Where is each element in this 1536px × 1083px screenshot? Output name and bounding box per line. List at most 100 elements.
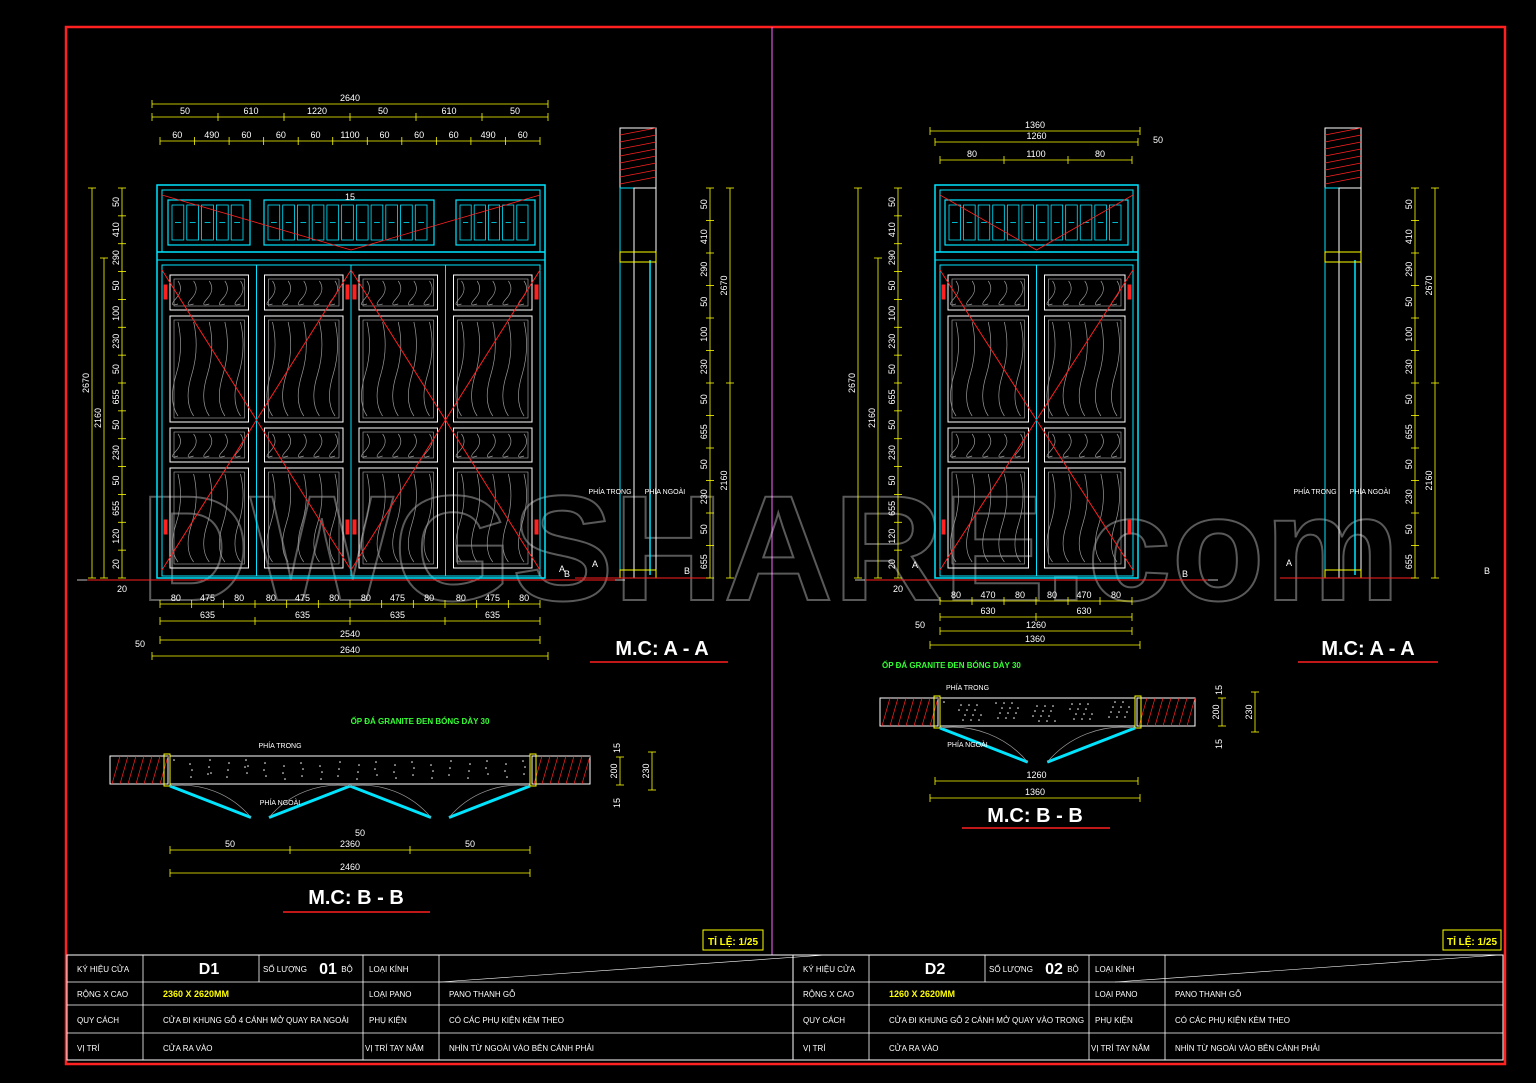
dim-text: 80 — [951, 590, 961, 600]
fretwork-cell — [963, 204, 976, 241]
granite-dot — [487, 773, 489, 775]
fretwork-cell — [1021, 204, 1034, 241]
granite-dot — [208, 766, 210, 768]
wood-grain — [408, 433, 417, 458]
granite-dot — [943, 701, 945, 703]
wood-grain — [392, 280, 402, 306]
watermark-text: DWGSHARE.com — [140, 464, 1400, 632]
swing-arc — [939, 726, 1029, 763]
scale-text: TỈ LỆ: 1/25 — [1447, 935, 1497, 948]
granite-dot — [1124, 716, 1126, 718]
swing-marker — [444, 269, 541, 571]
dim-text: 80 — [234, 593, 244, 603]
wood-grain — [203, 280, 213, 306]
granite-dot — [958, 709, 960, 711]
dim-text: 230 — [1244, 704, 1254, 719]
wood-grain — [219, 280, 228, 306]
granite-dot — [320, 778, 322, 780]
dim-text: 50 — [510, 106, 520, 116]
wood-grain — [1062, 321, 1072, 417]
panel-value: PANO THANH GỖ — [1175, 990, 1241, 999]
dim-text: 80 — [266, 593, 276, 603]
wood-grain — [187, 473, 197, 563]
fretwork-cell — [1094, 204, 1107, 241]
granite-dot — [972, 714, 974, 716]
granite-dot — [357, 771, 359, 773]
wood-grain — [998, 433, 1008, 458]
dim-text: 2160 — [867, 408, 877, 428]
wood-grain — [455, 433, 465, 458]
wood-grain — [297, 280, 307, 306]
granite-dot — [284, 778, 286, 780]
granite-dot — [962, 719, 964, 721]
wood-grain — [313, 321, 323, 417]
wood-grain — [313, 433, 323, 458]
wood-grain — [1046, 473, 1056, 563]
glass-label: LOẠI KÍNH — [1095, 965, 1135, 974]
wood-grain — [219, 321, 228, 417]
granite-dot — [1126, 711, 1128, 713]
fretwork-cell — [267, 204, 281, 241]
hatch — [1178, 697, 1188, 727]
handle-label: VỊ TRÍ TAY NẮM — [1091, 1044, 1150, 1053]
dim-text: 410 — [699, 229, 709, 244]
wood-grain — [313, 280, 323, 306]
wood-panel-inner — [268, 278, 340, 307]
wood-panel-inner — [173, 278, 245, 307]
fretwork-cell — [297, 204, 310, 241]
dim-text: 50 — [1404, 199, 1414, 209]
granite-dot — [1017, 707, 1019, 709]
section-marker-a: A — [592, 559, 598, 569]
wood-grain — [471, 280, 481, 306]
granite-dot — [247, 765, 249, 767]
dim-text: 15 — [612, 798, 622, 808]
wood-grain — [234, 280, 244, 306]
wood-grain — [361, 473, 370, 563]
wood-panel-inner — [268, 319, 340, 419]
hatch — [111, 755, 121, 785]
granite-dot — [997, 717, 999, 719]
granite-dot — [1118, 711, 1120, 713]
wood-panel-inner — [173, 319, 245, 419]
hinge — [534, 284, 539, 300]
granite-dot — [1052, 705, 1054, 707]
title-slant — [439, 954, 827, 983]
dim-text: 230 — [111, 334, 121, 349]
wood-panel-inner — [951, 319, 1025, 419]
hatch — [619, 127, 657, 136]
wood-panel — [947, 274, 1029, 311]
handle-value: NHÌN TỪ NGOÀI VÀO BÊN CÁNH PHẢI — [1175, 1044, 1320, 1053]
size-value: 2360 X 2620MM — [163, 989, 229, 999]
dim-text: 655 — [887, 501, 897, 516]
fretwork-cell — [1050, 204, 1064, 241]
spec-value: CỬA ĐI KHUNG GỖ 2 CÁNH MỞ QUAY VÀO TRONG — [889, 1016, 1084, 1025]
dim-text: 655 — [1404, 424, 1414, 439]
dim-text: 50 — [887, 197, 897, 207]
dim-text: 60 — [276, 130, 286, 140]
fretwork-cell — [186, 204, 200, 241]
granite-dot — [468, 770, 470, 772]
granite-note: ỐP ĐÁ GRANITE ĐEN BÓNG DÀY 30 — [882, 660, 1021, 670]
handle-label: VỊ TRÍ TAY NẮM — [365, 1044, 424, 1053]
wood-grain — [1078, 433, 1088, 458]
dim-text: 100 — [699, 327, 709, 342]
wall-above — [1324, 127, 1362, 189]
granite-note: ỐP ĐÁ GRANITE ĐEN BÓNG DÀY 30 — [351, 716, 490, 726]
wood-grain — [187, 433, 197, 458]
section-marker-b: B — [1182, 569, 1188, 579]
hatch — [619, 162, 657, 171]
granite-dot — [302, 768, 304, 770]
wood-grain — [172, 321, 181, 417]
frame-right — [1134, 695, 1142, 729]
dim-text: 60 — [380, 130, 390, 140]
hatch — [143, 755, 153, 785]
dim-text: 80 — [1095, 149, 1105, 159]
hatch — [1324, 141, 1362, 150]
hinge — [941, 519, 946, 535]
wood-grain — [423, 473, 433, 563]
fretwork-cell — [201, 204, 214, 241]
dim-text: 100 — [1404, 327, 1414, 342]
outside-label: PHÍA NGOÀI — [260, 798, 301, 807]
